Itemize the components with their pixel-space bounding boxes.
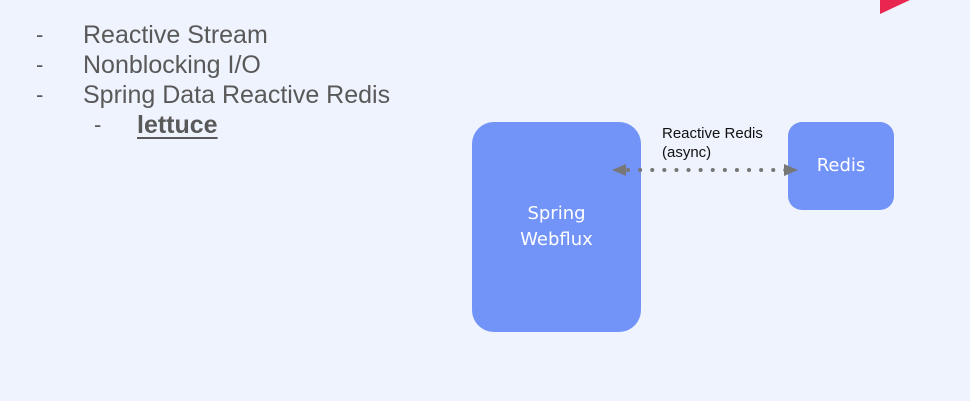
bullet-marker: - <box>36 82 44 107</box>
bullet-item-spring-data-reactive-redis: - Spring Data Reactive Redis <box>36 80 390 110</box>
bullet-text: Nonblocking I/O <box>83 50 261 79</box>
connection-label-line1: Reactive Redis <box>662 125 763 142</box>
connector-right-arrowhead <box>784 164 798 176</box>
bullet-text: Spring Data Reactive Redis <box>83 80 391 109</box>
redis-box: Redis <box>788 122 894 210</box>
sub-bullet-text: lettuce <box>137 110 218 139</box>
spring-webflux-box: Spring Webflux <box>472 122 641 332</box>
connection-label-line2: (async) <box>662 143 712 161</box>
bullet-list: - Reactive Stream - Nonblocking I/O - Sp… <box>36 20 390 140</box>
sub-bullet-item-lettuce: - lettuce <box>94 110 390 140</box>
bullet-item-nonblocking-io: - Nonblocking I/O <box>36 50 390 80</box>
bullet-marker: - <box>36 52 44 77</box>
connection-label: Reactive Redis (async) <box>662 125 763 163</box>
connector-left-arrowhead <box>612 164 626 176</box>
bullet-text: Reactive Stream <box>83 20 268 49</box>
sub-bullet-marker: - <box>94 112 102 137</box>
bullet-marker: - <box>36 22 44 47</box>
bullet-item-reactive-stream: - Reactive Stream <box>36 20 390 50</box>
